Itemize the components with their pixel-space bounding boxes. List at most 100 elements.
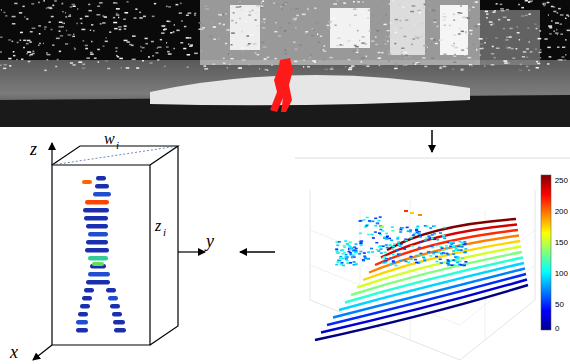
depth-speck (565, 18, 567, 20)
scan-stripe (96, 176, 106, 181)
depth-speck (164, 28, 167, 30)
depth-speck (548, 14, 549, 16)
depth-speck (310, 56, 312, 58)
depth-speck (223, 63, 226, 65)
depth-speck (106, 37, 107, 39)
depth-speck (174, 48, 175, 50)
depth-speck (434, 19, 436, 21)
depth-speck (482, 63, 484, 65)
depth-speck (167, 21, 169, 23)
depth-speck (26, 18, 28, 20)
depth-speck (23, 40, 26, 42)
depth-speck (505, 39, 507, 41)
depth-speck (255, 52, 257, 54)
depth-speck (39, 33, 41, 35)
cloud-point (389, 244, 392, 246)
depth-speck (113, 17, 115, 19)
cloud-point (409, 231, 412, 233)
depth-speck (187, 54, 191, 56)
depth-speck (399, 27, 403, 29)
depth-speck (227, 67, 229, 69)
depth-speck (0, 65, 2, 67)
depth-speck (467, 57, 471, 59)
depth-speck (103, 45, 105, 47)
depth-speck (66, 30, 67, 32)
depth-speck (157, 59, 159, 61)
cloud-point (447, 265, 450, 267)
depth-speck (259, 68, 260, 70)
depth-speck (31, 3, 34, 5)
depth-speck (547, 2, 550, 4)
cloud-point (415, 229, 418, 231)
depth-speck (330, 68, 334, 70)
depth-speck (85, 45, 88, 47)
depth-speck (3, 68, 6, 70)
depth-speck (44, 26, 47, 28)
depth-speck (310, 54, 312, 56)
cloud-point (413, 233, 416, 235)
depth-speck (507, 19, 510, 21)
depth-speck (562, 47, 565, 49)
depth-speck (261, 7, 263, 9)
depth-speck (239, 18, 241, 20)
depth-speck (93, 30, 94, 32)
depth-speck (518, 4, 520, 6)
cloud-point (442, 235, 445, 237)
depth-speck (80, 18, 83, 20)
depth-speck (339, 21, 343, 23)
depth-speck (303, 21, 306, 23)
scan-stripe (112, 312, 122, 317)
depth-speck (90, 54, 94, 56)
depth-speck (360, 11, 364, 13)
depth-speck (405, 55, 408, 57)
cloud-point (415, 262, 418, 264)
depth-speck (23, 6, 25, 8)
cloud-point (435, 256, 438, 258)
depth-speck (423, 45, 426, 47)
cloud-point (388, 238, 391, 240)
depth-speck (517, 26, 518, 28)
depth-speck (89, 10, 92, 12)
depth-speck (295, 18, 297, 20)
cloud-point (349, 246, 352, 248)
depth-speck (526, 48, 529, 50)
depth-speck (49, 21, 51, 23)
depth-speck (442, 19, 446, 21)
depth-speck (166, 46, 169, 48)
depth-speck (357, 30, 358, 32)
depth-speck (290, 9, 293, 11)
depth-speck (544, 38, 547, 40)
cloud-point (429, 227, 432, 229)
cloud-point (383, 256, 386, 258)
depth-speck (250, 34, 254, 36)
depth-speck (394, 32, 397, 34)
depth-speck (271, 64, 273, 66)
depth-speck (123, 19, 126, 21)
depth-speck (349, 67, 353, 69)
depth-speck (427, 47, 428, 49)
depth-speck (223, 58, 225, 60)
depth-speck (186, 15, 189, 17)
depth-speck (29, 55, 31, 57)
cloud-point (447, 261, 450, 263)
depth-speck (257, 25, 260, 27)
depth-speck (476, 49, 477, 51)
depth-speck (412, 5, 416, 7)
depth-speck (242, 59, 246, 61)
depth-speck (13, 55, 15, 57)
depth-speck (213, 26, 216, 28)
depth-speck (460, 5, 462, 7)
cloud-point (439, 262, 442, 264)
depth-speck (323, 51, 326, 53)
depth-speck (285, 50, 287, 52)
depth-speck (52, 5, 54, 7)
depth-speck (413, 63, 414, 65)
depth-speck (495, 37, 498, 39)
cloud-point (452, 253, 455, 255)
scan-stripe (95, 184, 109, 189)
depth-speck (530, 0, 533, 2)
depth-speck (39, 43, 40, 45)
depth-speck (85, 48, 88, 50)
depth-speck (465, 31, 466, 33)
